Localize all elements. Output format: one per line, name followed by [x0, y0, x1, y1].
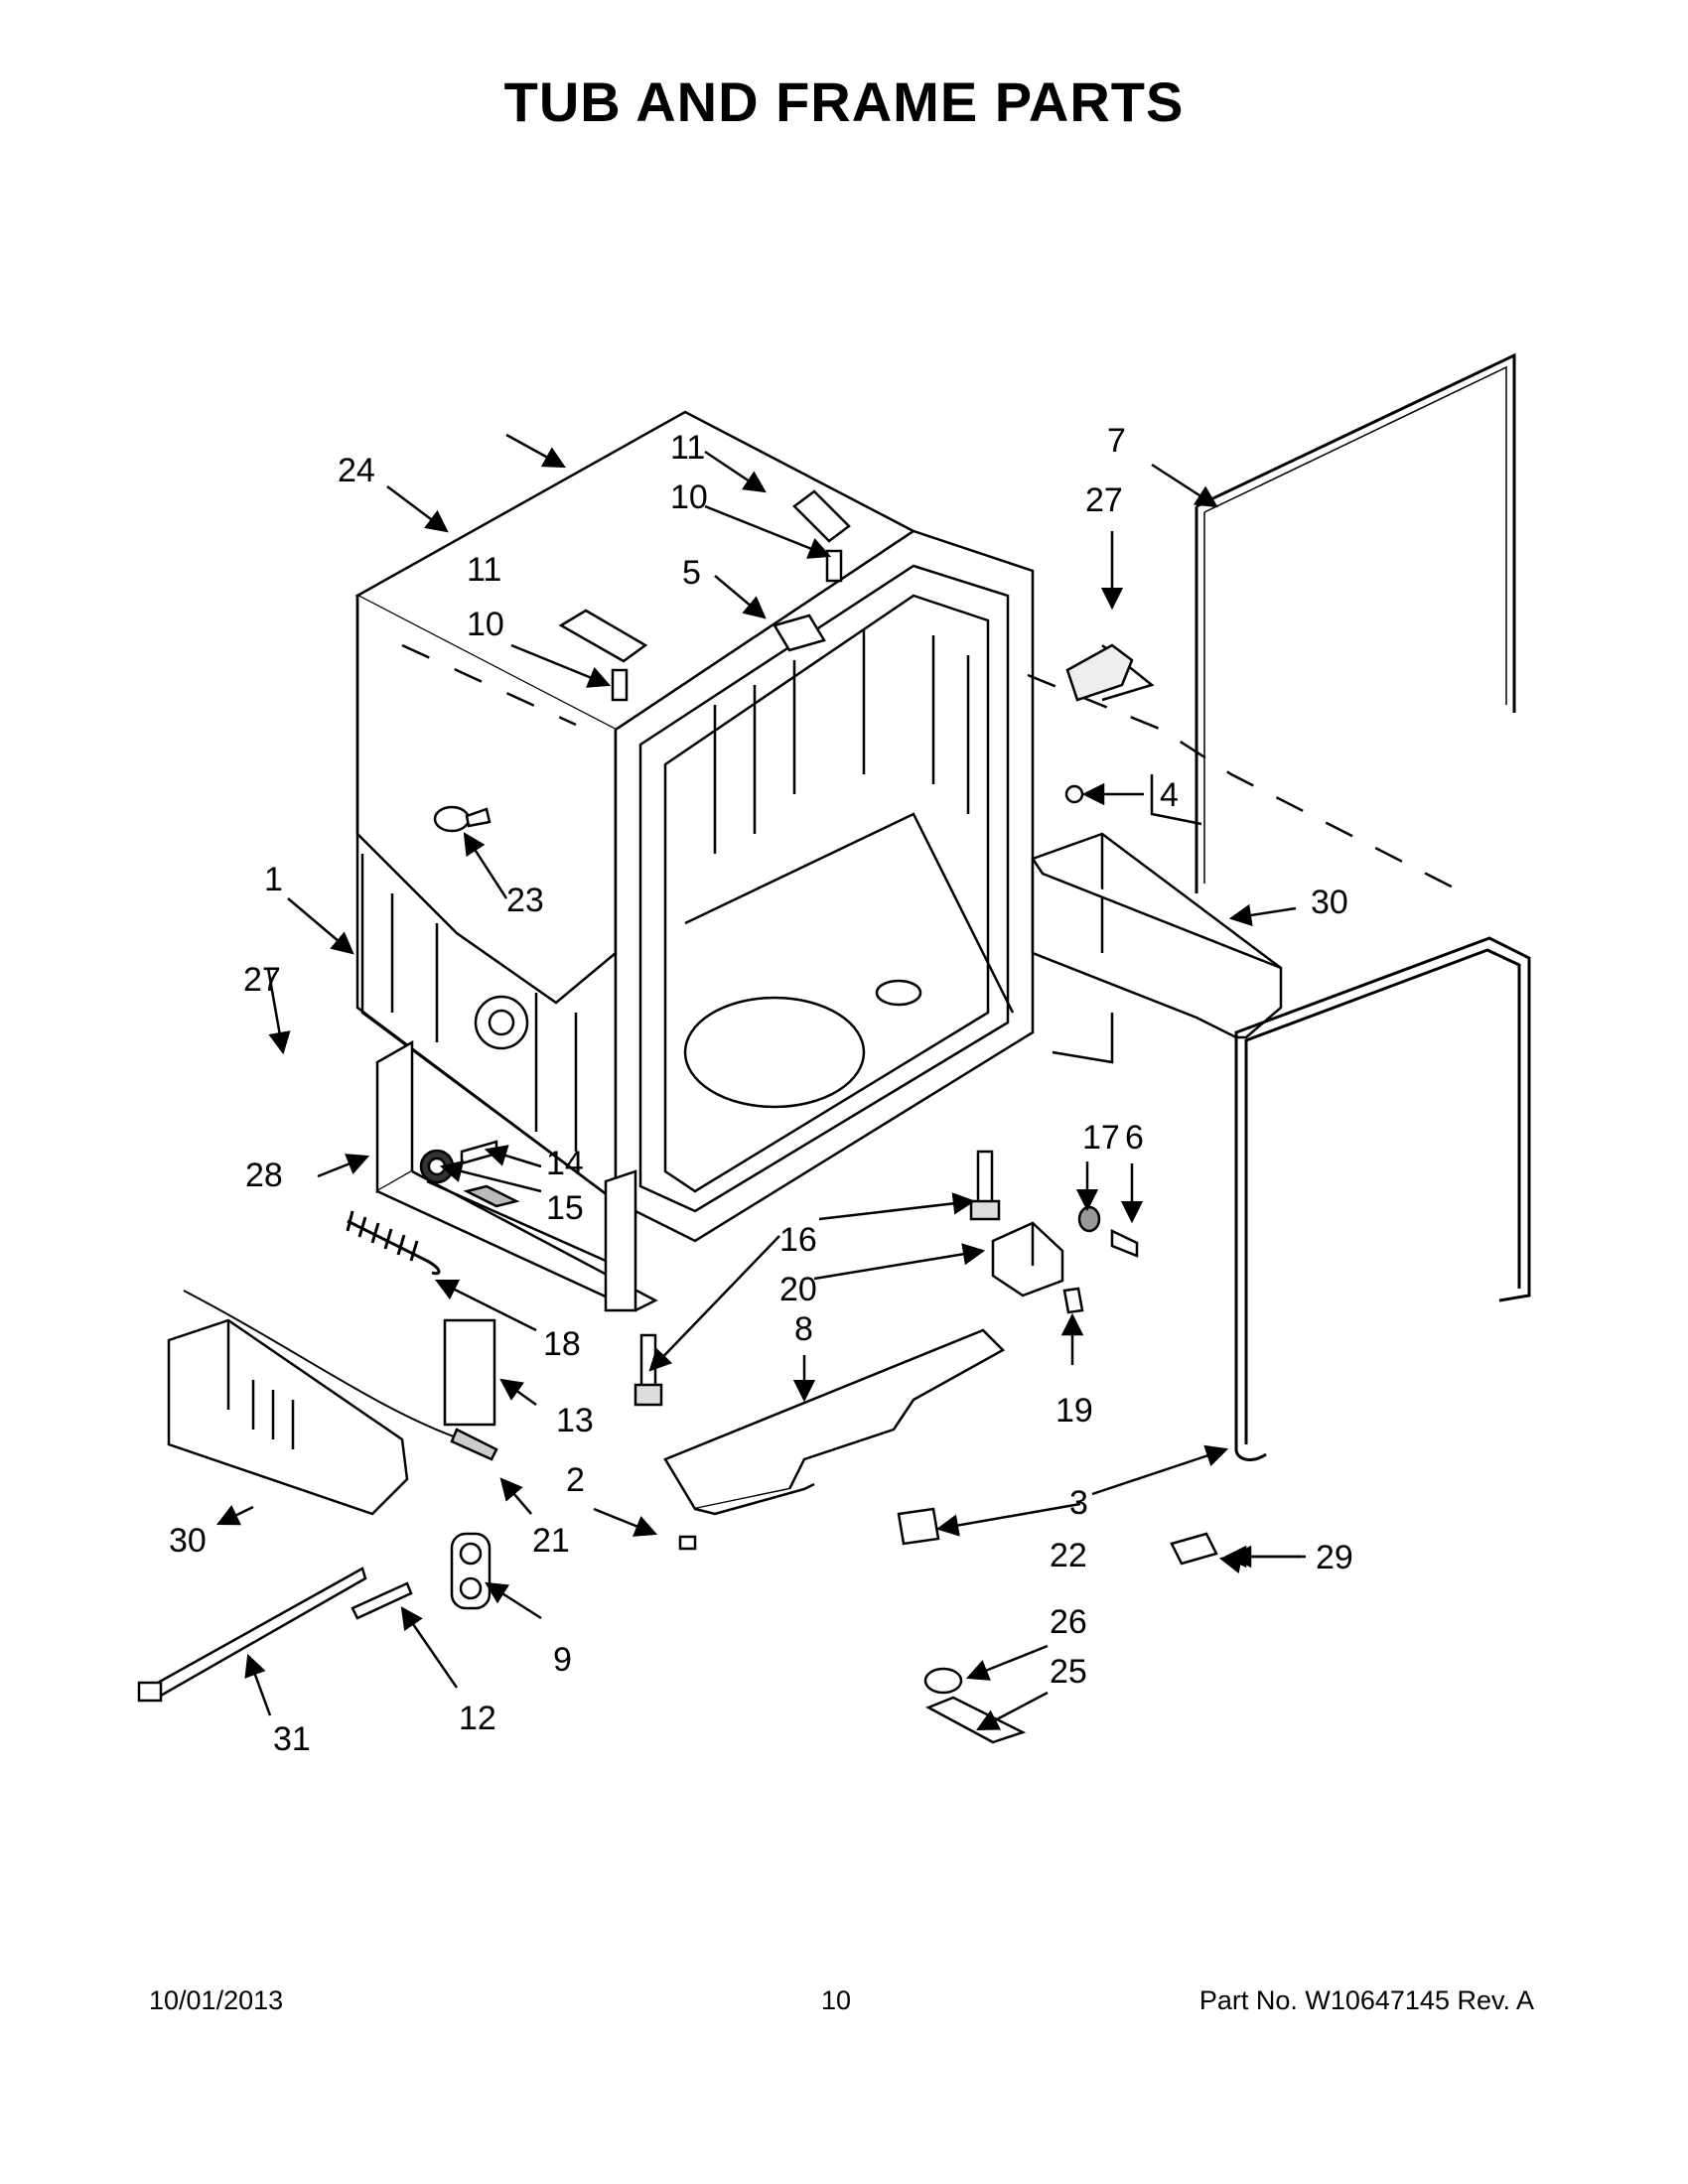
callout-21: 21 [532, 1522, 570, 1560]
gaskets-drawing [1195, 352, 1531, 1461]
callout-11-top: 11 [670, 429, 705, 467]
callout-9: 9 [553, 1641, 572, 1679]
callout-10-top: 10 [670, 478, 708, 516]
callout-5: 5 [682, 554, 701, 592]
callout-8: 8 [794, 1310, 813, 1348]
callout-31: 31 [273, 1720, 311, 1758]
left-bracket-drawing [346, 1039, 658, 1312]
callout-28: 28 [245, 1157, 283, 1194]
callout-27-upper: 27 [1085, 481, 1123, 519]
callout-12: 12 [459, 1700, 496, 1737]
callout-19: 19 [1055, 1392, 1093, 1430]
callout-16: 16 [779, 1221, 817, 1259]
callout-14: 14 [546, 1145, 584, 1182]
callout-22: 22 [1050, 1537, 1087, 1574]
callout-15: 15 [546, 1189, 584, 1227]
leader-lines [215, 433, 1306, 1731]
callout-20: 20 [779, 1271, 817, 1308]
footer-page-number: 10 [821, 1985, 852, 2015]
callout-4: 4 [1160, 776, 1179, 814]
callout-6: 6 [1125, 1119, 1144, 1157]
callout-10-left: 10 [467, 606, 504, 643]
callout-1: 1 [264, 861, 283, 898]
callout-27-lower: 27 [243, 961, 281, 999]
hardware-right-drawing [433, 489, 1139, 1407]
callout-2: 2 [566, 1461, 585, 1499]
callout-24: 24 [338, 452, 375, 489]
callout-26: 26 [1050, 1603, 1087, 1641]
callout-17: 17 [1082, 1119, 1120, 1157]
callout-29: 29 [1316, 1539, 1353, 1576]
callout-18: 18 [543, 1325, 581, 1363]
callout-7: 7 [1107, 422, 1126, 460]
footer-date: 10/01/2013 [149, 1985, 284, 2015]
callout-30-left: 30 [169, 1522, 207, 1560]
footer-part-number: Part No. W10647145 Rev. A [1198, 1985, 1534, 2015]
panels-drawing [137, 832, 1283, 1744]
callout-labels: 24 11 10 11 10 5 7 27 4 30 1 23 27 28 14… [169, 422, 1353, 1758]
callout-11-left: 11 [467, 551, 501, 589]
callout-23: 23 [506, 882, 544, 919]
callout-3: 3 [1069, 1484, 1088, 1522]
page-title: TUB AND FRAME PARTS [503, 70, 1185, 133]
callout-25: 25 [1050, 1653, 1087, 1691]
callout-30-right: 30 [1311, 884, 1348, 921]
tub-drawing [354, 410, 1476, 1243]
callout-13: 13 [556, 1402, 594, 1439]
